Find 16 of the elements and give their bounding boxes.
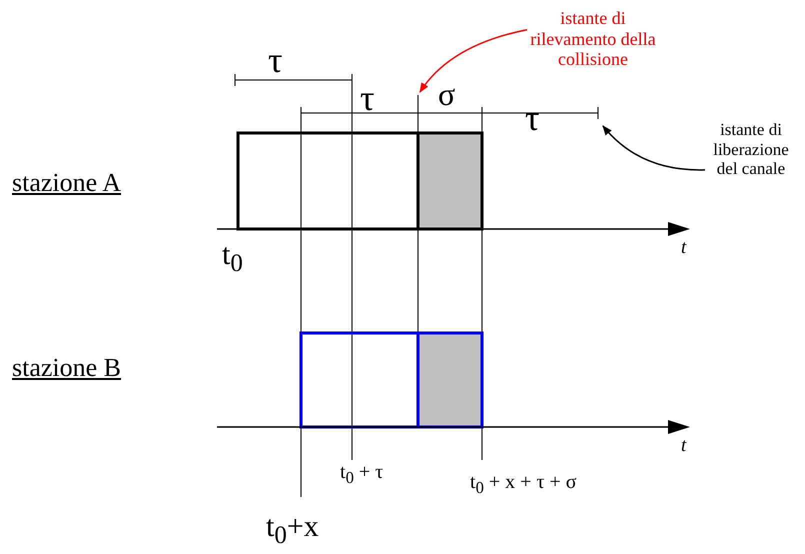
duration-label: σ (438, 78, 456, 110)
duration-label: τ (268, 42, 282, 78)
time-label: t$_{0}$ + x + τ + σ (470, 472, 577, 497)
station-label: stazione B (12, 355, 122, 381)
time-label: t$_{0}$ (222, 240, 243, 276)
duration-label: τ (360, 80, 374, 116)
station-label: stazione A (12, 170, 122, 196)
time-label: t$_{0}$+x (266, 512, 319, 548)
axis-label: t (681, 436, 686, 455)
leader-line (602, 125, 705, 171)
leader-line (419, 28, 528, 93)
annotation-text: istante di liberazione del canale (705, 120, 797, 179)
time-label: t$_{0}$ + τ (340, 462, 384, 487)
axis-label: t (681, 238, 686, 257)
duration-label: τ (525, 100, 540, 136)
annotation-text: istante di rilevamento della collisione (527, 8, 659, 70)
